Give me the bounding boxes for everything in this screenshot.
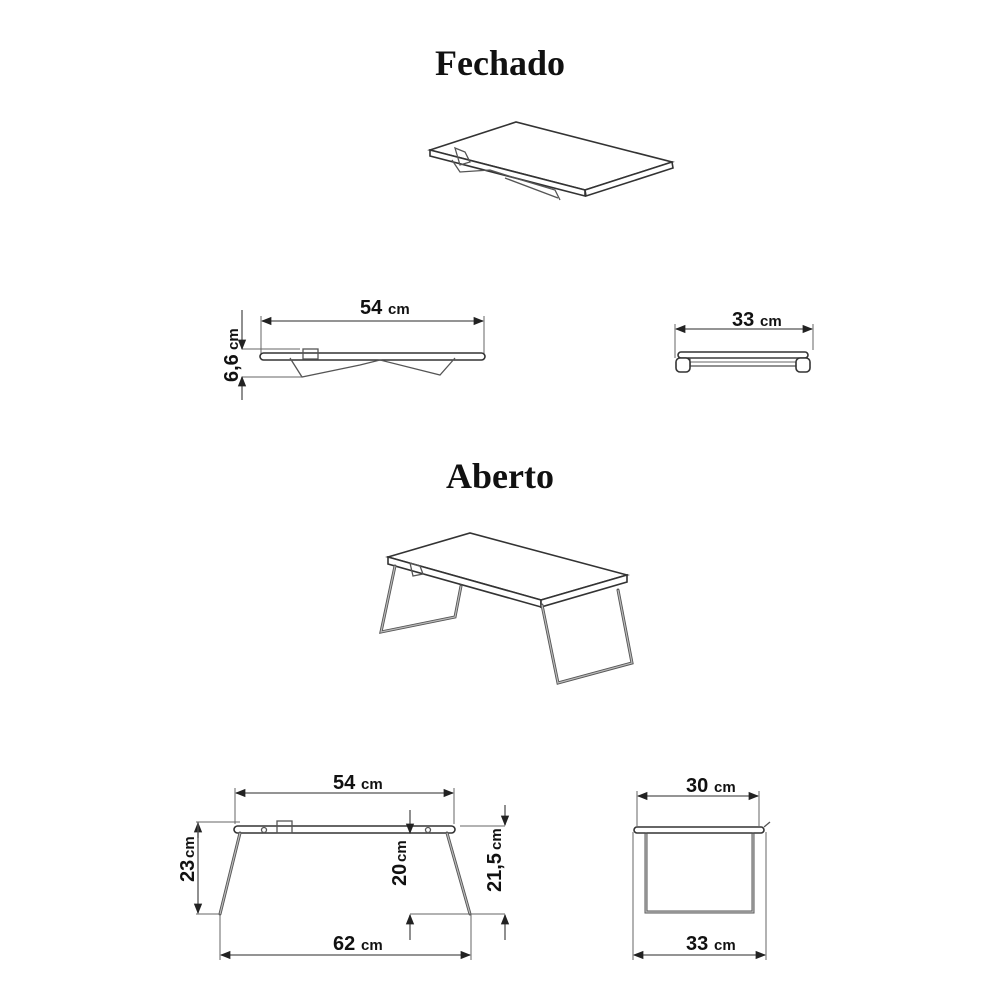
closed-section-title: Fechado — [435, 43, 565, 83]
closed-length-unit: cm — [388, 301, 410, 318]
closed-height-value: 6,6 — [221, 354, 243, 382]
closed-length-value: 54 — [360, 297, 383, 319]
open-leg-height-unit: cm — [488, 828, 505, 850]
open-top-width-unit: cm — [714, 779, 736, 796]
open-total-height-unit: cm — [181, 836, 198, 858]
open-base-width-unit: cm — [714, 937, 736, 954]
closed-side-view — [237, 310, 486, 400]
open-top-width-value: 30 — [686, 775, 708, 797]
open-base-length-unit: cm — [361, 937, 383, 954]
open-leg-height-value: 21,5 — [484, 853, 506, 892]
open-total-height-value: 23 — [177, 860, 199, 882]
closed-height-unit: cm — [225, 328, 242, 350]
closed-width-value: 33 — [732, 309, 754, 331]
open-side-view — [193, 788, 510, 960]
open-base-length-value: 62 — [333, 933, 355, 955]
open-clearance-value: 20 — [389, 864, 411, 886]
open-clearance-unit: cm — [393, 840, 410, 862]
open-section-title: Aberto — [446, 456, 554, 496]
open-front-view — [632, 791, 771, 960]
closed-front-view — [674, 324, 814, 373]
closed-table-isometric — [427, 121, 675, 201]
open-base-width-value: 33 — [686, 933, 708, 955]
open-top-length-unit: cm — [361, 776, 383, 793]
closed-width-unit: cm — [760, 313, 782, 330]
open-table-isometric — [379, 532, 634, 685]
open-top-length-value: 54 — [333, 772, 356, 794]
